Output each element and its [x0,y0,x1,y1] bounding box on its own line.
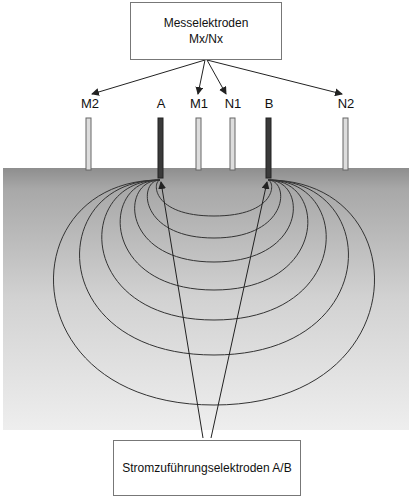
electrode-label: B [265,97,274,111]
label-box: Stromzuführungselektroden A/B [113,440,301,496]
label-box: MesselektrodenMx/Nx [130,2,282,60]
electrode-label: M2 [81,97,99,111]
electrodes [86,118,348,178]
electrode-label: M1 [190,97,208,111]
box-text: Stromzuführungselektroden A/B [122,460,291,476]
electrode-label: N2 [338,97,355,111]
electrode-label: N1 [225,97,242,111]
box-text: Mx/Nx [189,31,223,47]
field-lines [53,180,374,405]
box-text: Messelektroden [164,15,249,31]
ground [3,168,409,430]
electrode-label: A [157,97,166,111]
leader-arrows [92,60,342,438]
